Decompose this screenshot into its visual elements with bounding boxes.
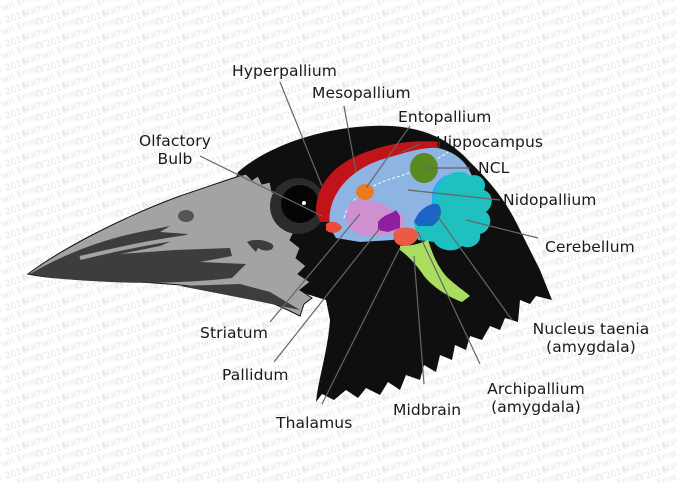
nostril: [178, 210, 194, 222]
label-nucleus-taenia-line1: Nucleus taenia: [532, 320, 650, 338]
label-midbrain: Midbrain: [393, 401, 462, 419]
beak-line: [79, 230, 233, 260]
label-nucleus-taenia: Nucleus taenia (amygdala): [520, 320, 662, 356]
label-hyperpallium: Hyperpallium: [232, 62, 337, 80]
cheek-mark: [247, 239, 274, 252]
label-nidopallium: Nidopallium: [503, 191, 597, 209]
label-striatum: Striatum: [200, 324, 268, 342]
olfactory-bulb-region: [326, 221, 342, 233]
entopallium-region: [356, 184, 374, 200]
label-nucleus-taenia-line2: (amygdala): [546, 338, 636, 356]
label-archipallium: Archipallium (amygdala): [480, 380, 592, 416]
ncl-region: [410, 153, 438, 183]
label-archipallium-line2: (amygdala): [491, 398, 581, 416]
label-entopallium: Entopallium: [398, 108, 492, 126]
label-mesopallium: Mesopallium: [312, 84, 411, 102]
beak-lower-edge: [180, 284, 300, 310]
label-hippocampus: Hippocampus: [436, 133, 544, 151]
eye: [281, 185, 319, 223]
nucleus-taenia-region: [414, 203, 441, 226]
leader-lines: [199, 81, 539, 405]
label-olfactory-bulb: Olfactory Bulb: [132, 132, 218, 168]
midbrain-region: [393, 227, 419, 246]
brainstem-region: [400, 240, 470, 302]
label-olfactory-line1: Olfactory: [139, 132, 211, 150]
pallidum-region: [378, 210, 400, 232]
label-pallidum: Pallidum: [222, 366, 289, 384]
label-archipallium-line1: Archipallium: [487, 380, 585, 398]
label-thalamus: Thalamus: [276, 414, 353, 432]
label-ncl: NCL: [478, 159, 510, 177]
beak-lower: [30, 226, 246, 283]
label-cerebellum: Cerebellum: [545, 238, 635, 256]
label-olfactory-line2: Bulb: [157, 150, 193, 168]
cerebellum-region: [414, 171, 492, 251]
eye-highlight: [302, 201, 306, 205]
hyperpallium-region: [316, 141, 440, 222]
